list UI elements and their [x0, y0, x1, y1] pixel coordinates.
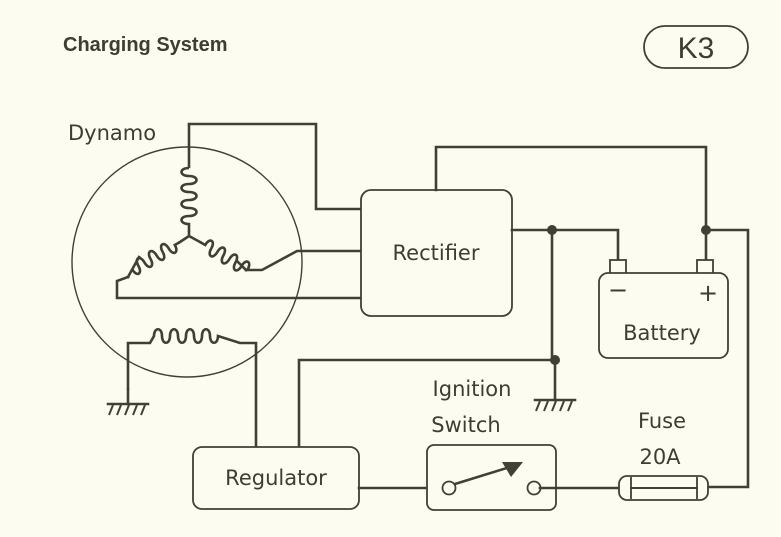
switch-lever	[453, 465, 512, 486]
battery-terminal-negative	[609, 259, 627, 275]
page-code-badge-outline	[643, 25, 749, 69]
dynamo-housing	[71, 146, 303, 378]
fuse-label: Fuse	[638, 409, 686, 433]
battery: − + Battery	[598, 259, 729, 359]
ignition-switch-label-line2: Switch	[431, 413, 500, 437]
page-code: K3	[678, 32, 715, 65]
switch-contact-left	[441, 480, 457, 496]
battery-label: Battery	[623, 321, 701, 345]
rectifier-label: Rectifier	[393, 241, 480, 265]
page-title: Charging System	[63, 34, 227, 56]
ignition-switch-label-line1: Ignition	[433, 377, 512, 401]
wire-phase-a	[187, 122, 364, 211]
ignition-switch[interactable]	[426, 444, 557, 511]
battery-terminal-positive	[696, 259, 714, 275]
junction-node-ground	[550, 355, 560, 365]
wire-battery-positive-to-fuse	[704, 228, 750, 489]
wire-phase-c	[115, 275, 364, 300]
stator-coil-right	[199, 239, 251, 272]
battery-negative-sign: −	[608, 276, 628, 304]
stator-coil-left	[130, 240, 181, 276]
battery-positive-sign: +	[698, 279, 718, 307]
fuse-rating: 20A	[639, 445, 681, 469]
wire-coil-right-end	[236, 260, 248, 272]
ignition-switch-box[interactable]	[426, 444, 557, 511]
wire-rectifier-to-battery-negative	[510, 228, 620, 264]
wire-regulator-to-ground-bus	[297, 358, 557, 449]
stator-coil-top	[180, 124, 198, 232]
dynamo-label: Dynamo	[68, 121, 156, 145]
wire-coil-left-end	[126, 255, 141, 279]
ground-symbol-dynamo	[106, 388, 150, 416]
wire-phase-b	[244, 249, 364, 272]
regulator-box	[192, 446, 360, 510]
star-junction	[178, 230, 202, 244]
page-code-badge: K3	[643, 25, 749, 69]
junction-node-positive	[701, 225, 711, 235]
switch-contact-right	[526, 480, 542, 496]
fuse	[618, 475, 709, 501]
ground-symbol-chassis	[533, 358, 577, 412]
regulator-label: Regulator	[225, 466, 327, 490]
battery-box	[598, 272, 729, 359]
wire-rectifier-to-battery-positive	[434, 145, 708, 264]
switch-arrow-icon	[502, 462, 523, 477]
junction-node-negative	[547, 225, 557, 235]
field-coil	[126, 328, 258, 447]
